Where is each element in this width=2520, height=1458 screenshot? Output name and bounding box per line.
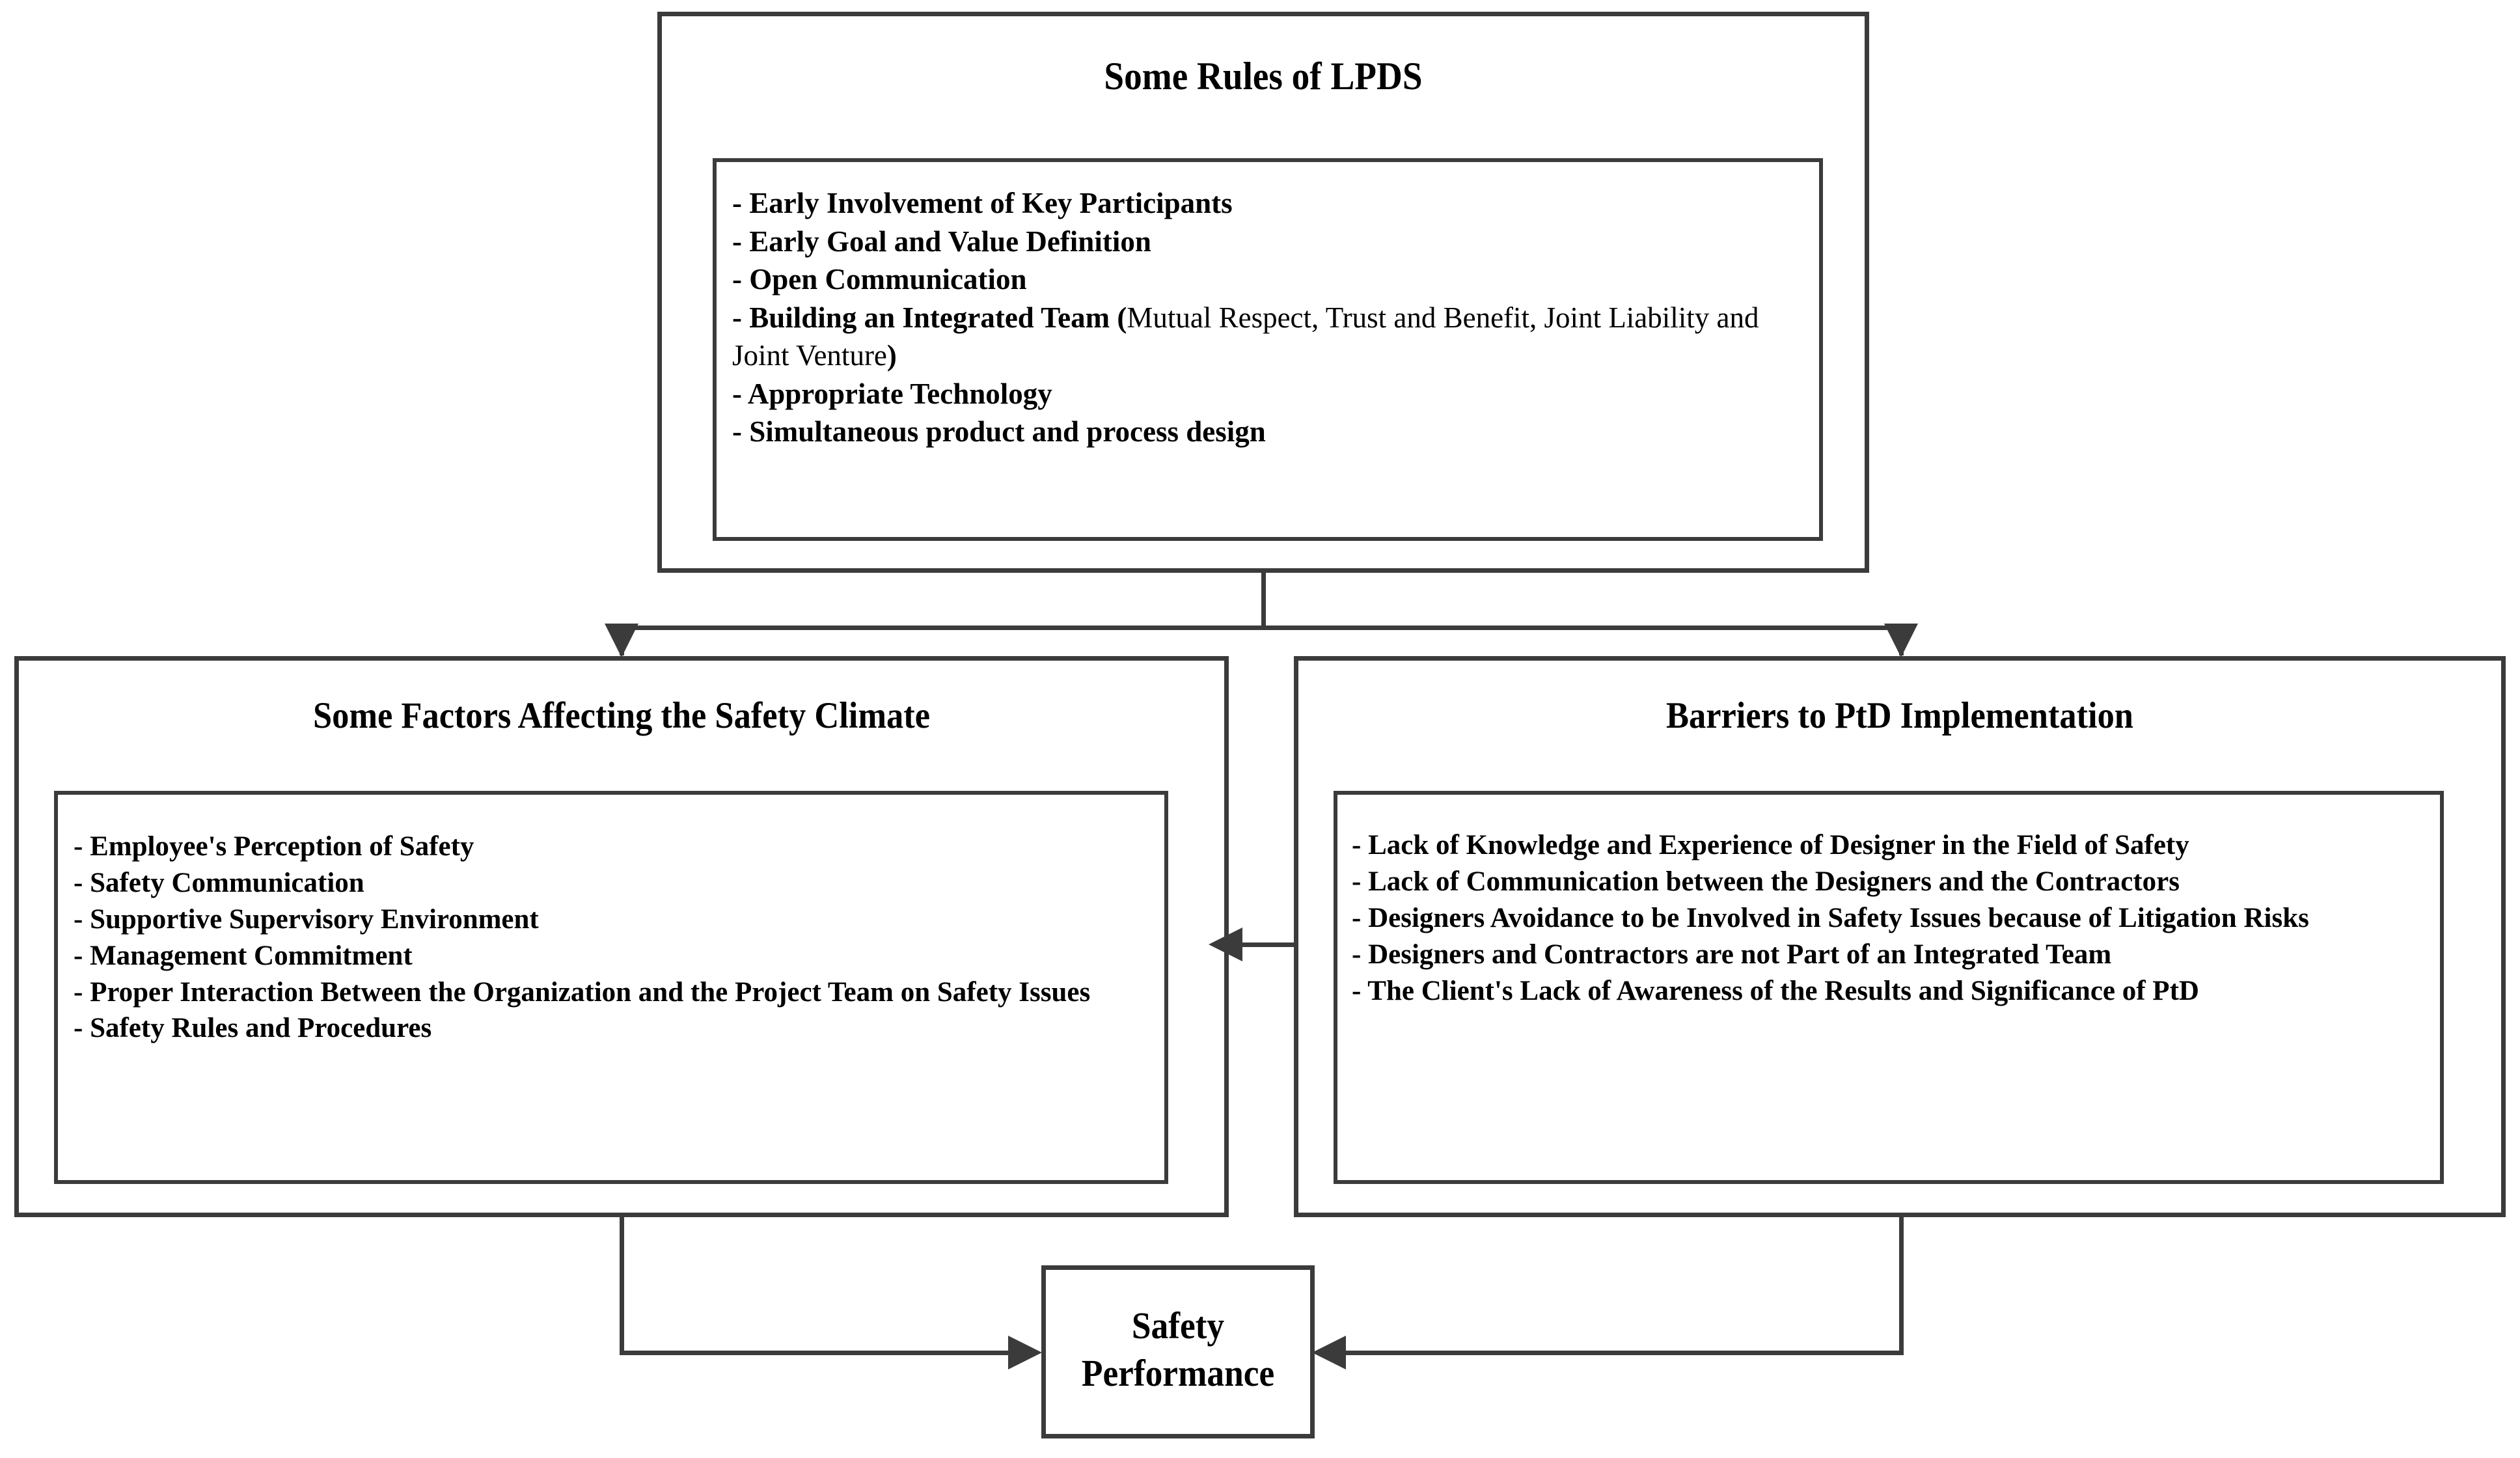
list-item: - Appropriate Technology — [732, 377, 1052, 410]
arrow-left-to-outcome-icon — [1312, 1336, 1346, 1369]
left-box-inner-panel: - Employee's Perception of Safety - Safe… — [54, 791, 1168, 1184]
list-item: - Employee's Perception of Safety — [74, 831, 474, 862]
outcome-box-title: Safety Performance — [1081, 1304, 1275, 1394]
list-item-regular-body: Mutual Respect, Trust and Benefit, Joint… — [732, 301, 1759, 372]
arrow-down-to-right-box-icon — [1884, 624, 1918, 657]
right-box-list: - Lack of Knowledge and Experience of De… — [1352, 827, 2432, 1009]
connector-right-box-run — [1346, 1351, 1904, 1355]
list-item: - Building an Integrated Team (Mutual Re… — [732, 299, 1800, 375]
list-item: - Supportive Supervisory Environment — [74, 903, 539, 935]
arrow-left-to-left-box-icon — [1209, 928, 1242, 961]
list-item: - Lack of Knowledge and Experience of De… — [1352, 830, 2189, 860]
outcome-box-safety-performance: Safety Performance — [1041, 1265, 1315, 1438]
list-item: - Early Involvement of Key Participants — [732, 187, 1233, 219]
connector-right-to-left — [1237, 942, 1296, 947]
list-item: - Safety Rules and Procedures — [74, 1013, 432, 1044]
connector-right-box-drop — [1899, 1217, 1904, 1355]
top-box-list: - Early Involvement of Key Participants … — [732, 184, 1800, 451]
connector-top-stem — [1261, 573, 1266, 630]
right-box-inner-panel: - Lack of Knowledge and Experience of De… — [1334, 791, 2444, 1184]
left-box-safety-climate-factors: Some Factors Affecting the Safety Climat… — [14, 656, 1229, 1217]
right-box-title: Barriers to PtD Implementation — [1665, 695, 2133, 736]
list-item: - Designers Avoidance to be Involved in … — [1352, 902, 2309, 933]
list-item: - The Client's Lack of Awareness of the … — [1352, 975, 2199, 1006]
connector-left-box-run — [620, 1351, 1010, 1355]
list-item: - Designers and Contractors are not Part… — [1352, 939, 2112, 970]
list-item: - Open Communication — [732, 263, 1027, 296]
list-item-bold-lead: - Building an Integrated Team ( — [732, 301, 1127, 334]
left-box-title: Some Factors Affecting the Safety Climat… — [312, 695, 931, 736]
list-item: - Lack of Communication between the Desi… — [1352, 866, 2180, 897]
left-box-list: - Employee's Perception of Safety - Safe… — [74, 829, 1147, 1047]
top-box-some-rules-of-lpds: Some Rules of LPDS - Early Involvement o… — [657, 12, 1869, 573]
arrow-down-to-left-box-icon — [605, 624, 638, 657]
top-box-title: Some Rules of LPDS — [1104, 55, 1423, 98]
list-item: - Simultaneous product and process desig… — [732, 415, 1266, 448]
top-box-inner-panel: - Early Involvement of Key Participants … — [713, 158, 1823, 541]
list-item: - Management Commitment — [74, 940, 413, 971]
list-item-bold-tail: ) — [886, 339, 897, 372]
connector-split-bar — [620, 626, 1904, 630]
right-box-ptd-barriers: Barriers to PtD Implementation - Lack of… — [1294, 656, 2506, 1217]
arrow-right-to-outcome-icon — [1008, 1336, 1042, 1369]
list-item: - Early Goal and Value Definition — [732, 225, 1151, 258]
list-item: - Proper Interaction Between the Organiz… — [74, 976, 1091, 1008]
list-item: - Safety Communication — [74, 867, 364, 898]
connector-left-box-drop — [620, 1217, 624, 1355]
